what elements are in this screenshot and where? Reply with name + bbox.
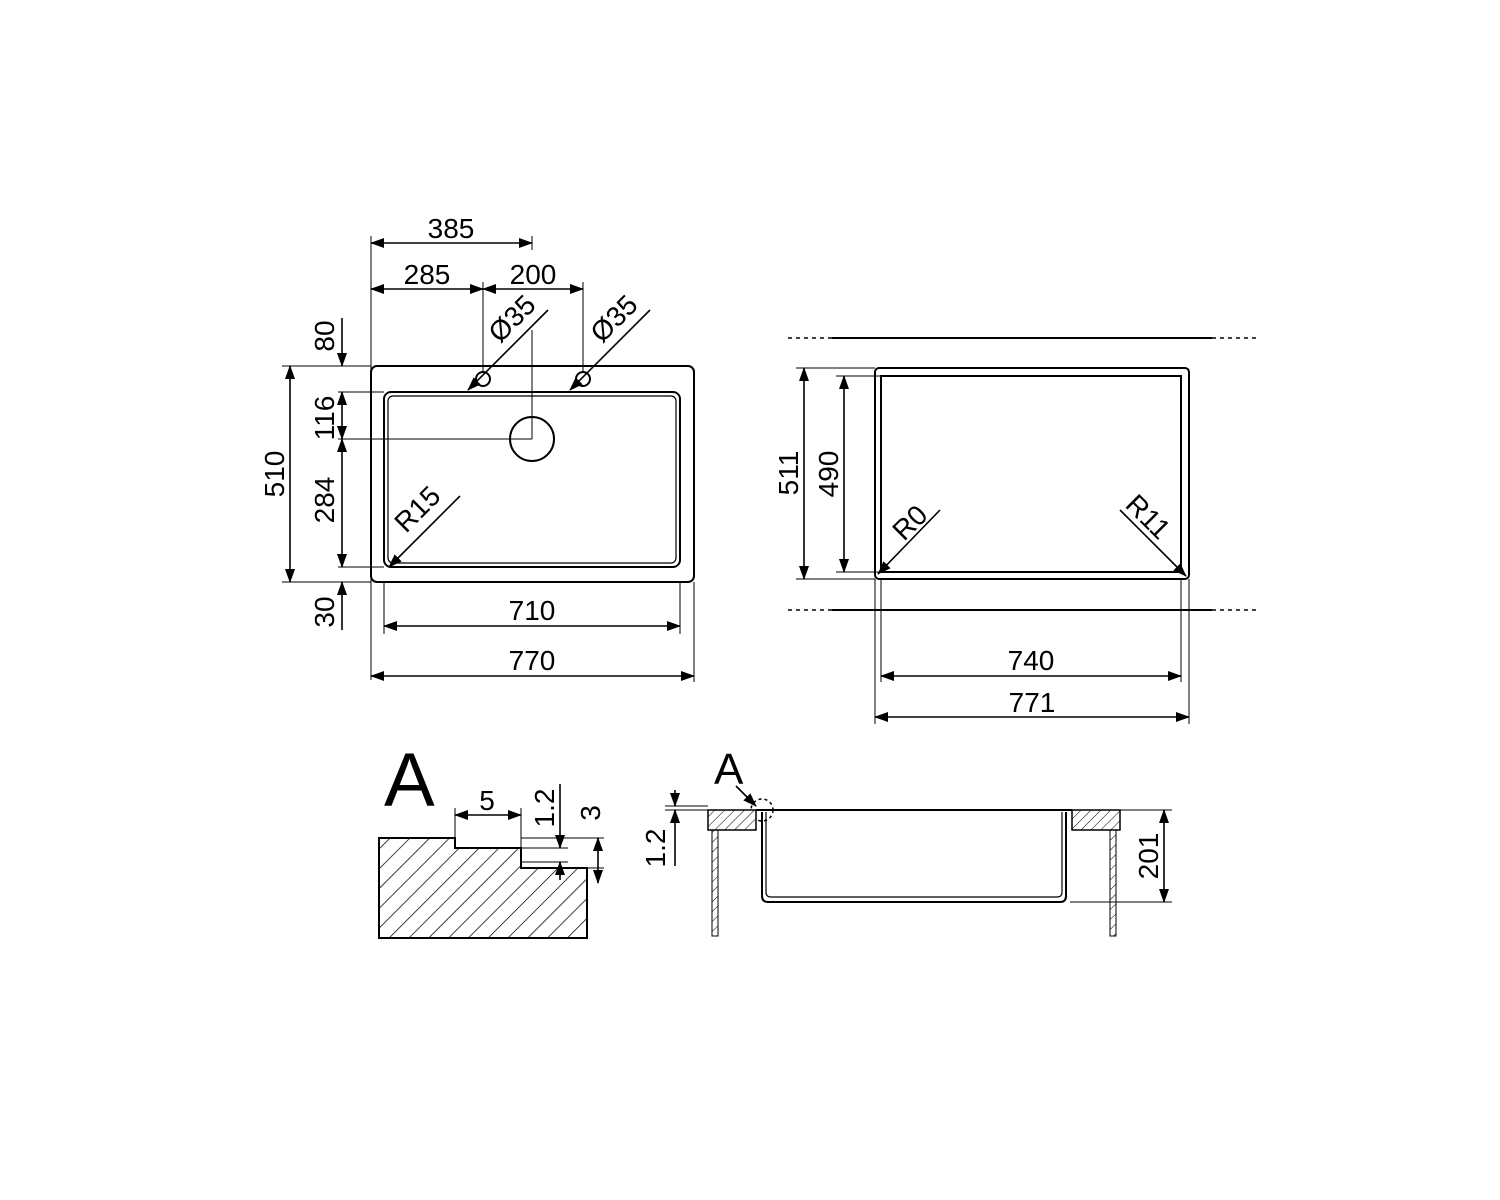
dim-710-label: 710 — [509, 595, 556, 626]
dim-30-label: 30 — [309, 596, 340, 627]
sink-bowl — [761, 812, 1067, 903]
detail-a-title: A — [384, 738, 435, 823]
dim-385-label: 385 — [428, 213, 475, 244]
dim-770-label: 770 — [509, 645, 556, 676]
detail-a: A 5 1.2 3 — [378, 738, 606, 939]
cabinet-wall-right — [1109, 829, 1117, 937]
tap-hole-2 — [575, 371, 591, 387]
cutout-inner — [880, 375, 1182, 573]
dim-285-label: 285 — [404, 259, 451, 290]
dim-510-label: 510 — [259, 451, 290, 498]
dim-490-label: 490 — [813, 451, 844, 498]
section-detail-ref: A — [714, 745, 744, 794]
top-view: 385 285 200 Ø35 Ø35 510 80 116 284 30 R1… — [259, 213, 695, 682]
dim-80-label: 80 — [309, 320, 340, 351]
radius-r0-label: R0 — [886, 499, 933, 546]
detail-a-section — [378, 837, 588, 939]
dim-511-label: 511 — [773, 451, 804, 496]
tap2-diameter-label: Ø35 — [584, 289, 643, 348]
leader-tap2 — [569, 309, 651, 391]
tap1-diameter-label: Ø35 — [482, 289, 541, 348]
dim-200-label: 200 — [510, 259, 557, 290]
dim-740-label: 740 — [1008, 645, 1055, 676]
radius-r15-label: R15 — [388, 480, 446, 538]
leader-r15 — [388, 495, 461, 568]
cabinet-wall-left — [711, 829, 719, 937]
sink-bowl-inner — [765, 812, 1063, 898]
dim-771-label: 771 — [1009, 687, 1056, 718]
cutout-outer — [874, 367, 1190, 580]
leader-tap1 — [467, 309, 549, 391]
countertop-left — [707, 809, 757, 831]
dim-5-label: 5 — [479, 785, 495, 816]
leader-r11 — [1119, 509, 1187, 577]
leader-detail-a — [735, 785, 757, 807]
radius-r11-label: R11 — [1120, 488, 1177, 545]
section-view: A 1.2 201 — [640, 745, 1172, 937]
dim-116-label: 116 — [309, 396, 340, 441]
cutout-view: 511 490 R0 R11 740 771 — [773, 337, 1256, 724]
dim-1-2-detail-label: 1.2 — [529, 789, 560, 828]
dim-201-label: 201 — [1133, 833, 1164, 880]
leader-r0 — [877, 509, 941, 575]
countertop-right — [1071, 809, 1121, 831]
dim-284-label: 284 — [309, 477, 340, 524]
dim-1-2-lip-label: 1.2 — [640, 829, 671, 868]
dim-3-label: 3 — [575, 805, 606, 821]
